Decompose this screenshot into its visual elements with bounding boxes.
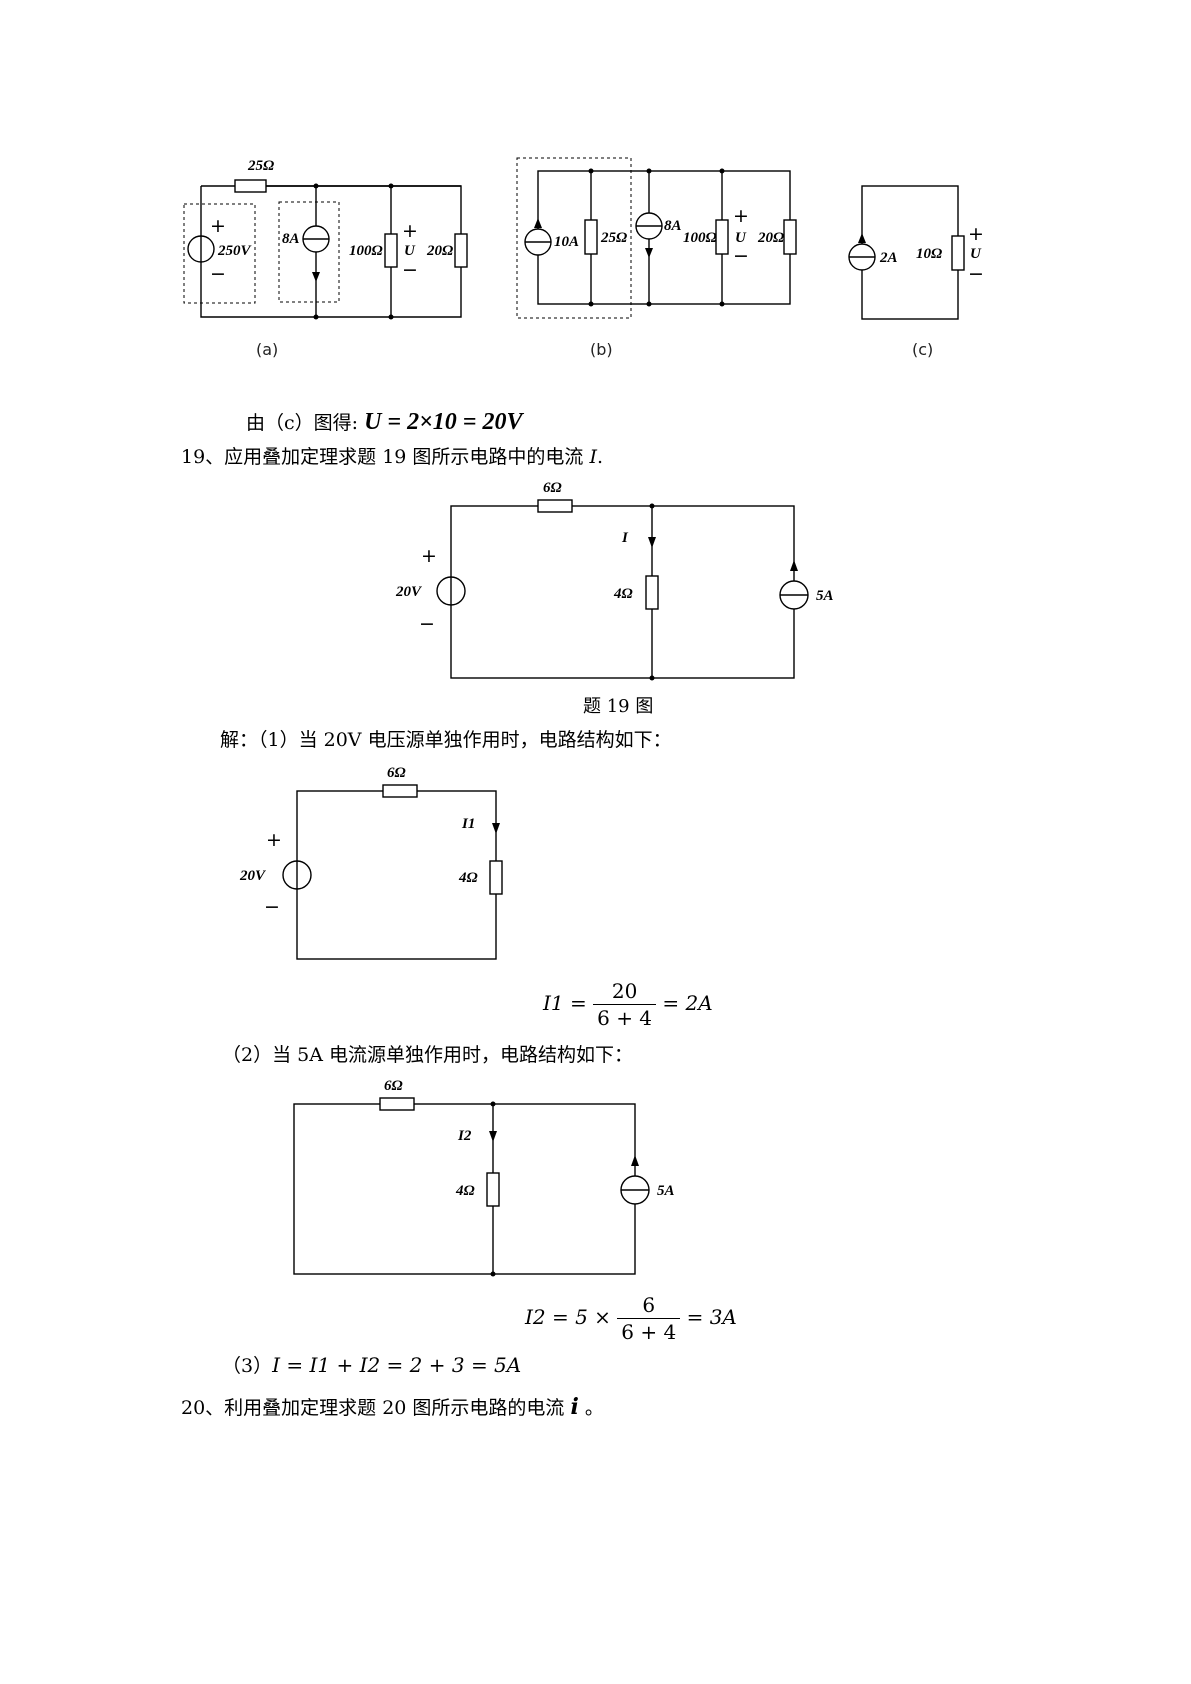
- q20-title: 20、利用叠加定理求题 20 图所示电路的电流 i 。: [181, 1394, 604, 1420]
- fig-b-i1: 10A: [554, 234, 579, 250]
- fig19-i-label: I: [621, 530, 629, 546]
- circuit-figures-top: 25Ω 250V + − 8A 100Ω + U − 20Ω 10A 25Ω 8…: [183, 157, 984, 320]
- fig-b-r2: 100Ω: [683, 230, 717, 246]
- step2-i-source: 5A: [657, 1183, 675, 1199]
- svg-text:−: −: [402, 259, 418, 281]
- fig-a-r-series: 25Ω: [247, 158, 274, 174]
- svg-text:+: +: [968, 223, 984, 245]
- fig-a-r2: 20Ω: [426, 243, 453, 259]
- fig19-r-series: 6Ω: [543, 480, 562, 496]
- svg-text:+: +: [402, 220, 418, 242]
- step2-r-series: 6Ω: [384, 1078, 403, 1094]
- svg-text:+: +: [733, 205, 749, 227]
- svg-text:−: −: [264, 896, 280, 918]
- svg-text:−: −: [419, 613, 435, 635]
- fig-b-r3: 20Ω: [757, 230, 784, 246]
- svg-text:+: +: [266, 829, 282, 851]
- step1-r-series: 6Ω: [387, 765, 406, 781]
- fig19-i-source: 5A: [816, 588, 834, 604]
- step1-r: 4Ω: [458, 870, 478, 886]
- step2-r: 4Ω: [455, 1183, 475, 1199]
- step1-i-label: I1: [461, 816, 475, 832]
- fig-a-i-source: 8A: [282, 231, 300, 247]
- fig-c-caption: (c): [912, 340, 934, 359]
- result-line: 由（c）图得: U = 2×10 = 20V: [246, 409, 523, 435]
- fig19-caption: 题 19 图: [583, 696, 654, 717]
- fig-a-r1: 100Ω: [349, 243, 383, 259]
- fig-b-r1: 25Ω: [600, 230, 627, 246]
- svg-text:−: −: [968, 263, 984, 285]
- step3-equation: I = I1 + I2 = 2 + 3 = 5A: [272, 1353, 522, 1377]
- fig-b-caption: (b): [590, 340, 613, 359]
- step2-text: （2）当 5A 电流源单独作用时，电路结构如下：: [222, 1044, 633, 1066]
- fig-c-u: U: [970, 246, 982, 262]
- circuit-step1: 6Ω + 20V − I1 4Ω: [239, 765, 503, 960]
- svg-text:−: −: [733, 245, 749, 267]
- circuit-fig-19: 6Ω + 20V − I 4Ω 5A: [395, 480, 834, 681]
- fig-b-u: U: [735, 230, 747, 246]
- step3-line: （3）I = I1 + I2 = 2 + 3 = 5A: [222, 1353, 522, 1377]
- step2-i-label: I2: [457, 1128, 472, 1144]
- fig-a-caption: (a): [256, 340, 279, 359]
- svg-text:+: +: [210, 215, 226, 237]
- fig-a-v-source: 250V: [217, 243, 253, 259]
- fig-b-i2: 8A: [664, 218, 682, 234]
- fig-c-r: 10Ω: [916, 246, 942, 262]
- fig-a-u: U: [404, 243, 416, 259]
- result-equation: U = 2×10 = 20V: [364, 409, 523, 435]
- circuit-step2: 6Ω I2 4Ω 5A: [293, 1078, 675, 1277]
- fig19-r-mid: 4Ω: [613, 586, 633, 602]
- svg-text:+: +: [421, 545, 437, 567]
- svg-text:−: −: [210, 263, 226, 285]
- step1-text: 解：（1）当 20V 电压源单独作用时，电路结构如下：: [220, 729, 672, 751]
- fig-c-i: 2A: [879, 250, 898, 266]
- q19-title: 19、应用叠加定理求题 19 图所示电路中的电流 I.: [181, 446, 604, 468]
- step1-v-source: 20V: [239, 868, 267, 884]
- fig19-v-source: 20V: [395, 584, 423, 600]
